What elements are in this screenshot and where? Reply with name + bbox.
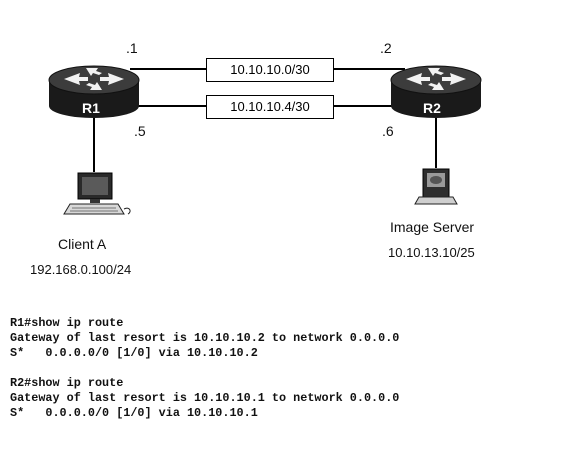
server-name: Image Server: [390, 219, 475, 235]
link-bottom-network: 10.10.10.4/30: [206, 95, 334, 119]
cli-spacer: [10, 361, 566, 376]
r2-gateway-line: Gateway of last resort is 10.10.10.1 to …: [10, 391, 400, 405]
r1-top-interface-ip: .1: [126, 40, 138, 56]
r1-gateway-line: Gateway of last resort is 10.10.10.2 to …: [10, 331, 400, 345]
router-icon: [390, 65, 482, 118]
router-icon: [48, 65, 140, 118]
r1-route-line: S* 0.0.0.0/0 [1/0] via 10.10.10.2: [10, 346, 258, 360]
server-icon: [414, 168, 458, 205]
network-diagram: R1 R2 .1 .5 .2 .6 10.10.10.0/30 10.10.10…: [30, 40, 482, 277]
cli-output: R1#show ip route Gateway of last resort …: [10, 316, 566, 421]
link-top-network: 10.10.10.0/30: [206, 58, 334, 82]
pc-icon: [63, 172, 131, 215]
client-name: Client A: [58, 236, 107, 252]
r2-route-line: S* 0.0.0.0/0 [1/0] via 10.10.10.1: [10, 406, 258, 420]
r1-command: R1#show ip route: [10, 316, 124, 330]
router-r2-label: R2: [423, 100, 441, 116]
r2-command: R2#show ip route: [10, 376, 124, 390]
server-ip: 10.10.13.10/25: [388, 245, 475, 260]
r2-top-interface-ip: .2: [380, 40, 392, 56]
r1-bottom-interface-ip: .5: [134, 123, 146, 139]
r2-bottom-interface-ip: .6: [382, 123, 394, 139]
router-r1-label: R1: [82, 100, 100, 116]
diagram-graphics: [48, 65, 482, 215]
client-ip: 192.168.0.100/24: [30, 262, 132, 277]
